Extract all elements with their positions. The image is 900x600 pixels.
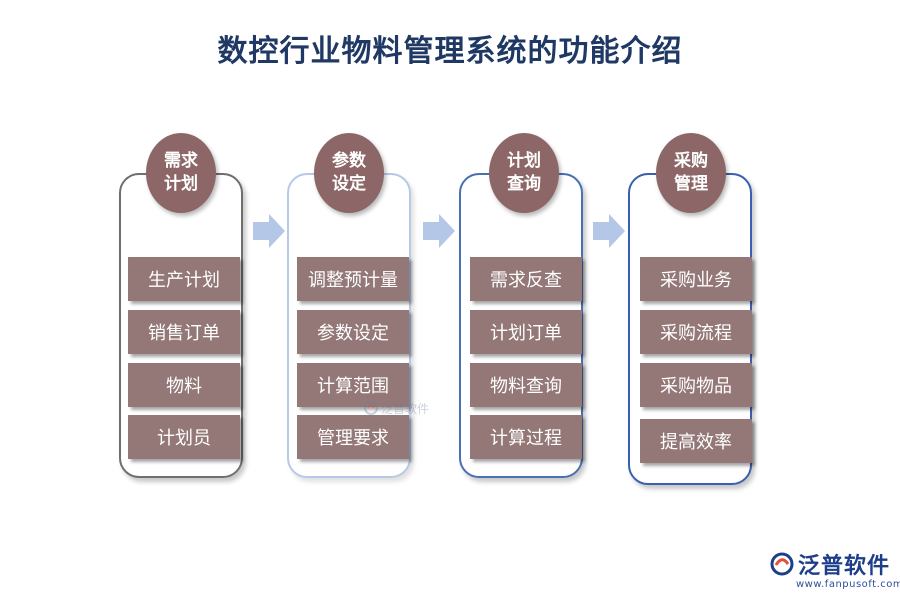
stage-header-3-line-1: 计划 <box>507 151 541 171</box>
watermark-text: 泛普软件 <box>381 401 430 416</box>
arrow-right-icon <box>423 214 455 248</box>
stage-header-4: 采购管理 <box>656 133 726 213</box>
stage-header-1-line-1: 需求 <box>164 151 198 171</box>
brand-logo: 泛普软件 www.fanpusoft.com <box>770 548 900 592</box>
stage-header-2: 参数设定 <box>314 133 384 213</box>
stage-2-item-4: 管理要求 <box>297 415 409 459</box>
stage-4-item-4: 提高效率 <box>640 419 752 463</box>
stage-4-item-3: 采购物品 <box>640 363 752 407</box>
stage-4-item-1: 采购业务 <box>640 257 752 301</box>
stage-3-item-3: 物料查询 <box>470 363 582 407</box>
diagram-title: 数控行业物料管理系统的功能介绍 <box>217 34 683 69</box>
stage-3-item-4: 计算过程 <box>470 415 582 459</box>
stage-4-item-2: 采购流程 <box>640 310 752 354</box>
stage-1-item-4: 计划员 <box>128 415 240 459</box>
stage-header-2-line-1: 参数 <box>332 151 366 171</box>
stage-header-1-line-2: 计划 <box>164 174 198 194</box>
watermark: 泛普软件 <box>364 398 434 418</box>
stage-3-item-2: 计划订单 <box>470 310 582 354</box>
stage-header-1: 需求计划 <box>146 133 216 213</box>
stage-1-item-3: 物料 <box>128 363 240 407</box>
stage-2-item-2: 参数设定 <box>297 310 409 354</box>
brand-logo-url: www.fanpusoft.com <box>796 579 900 590</box>
stage-2-item-3: 计算范围 <box>297 363 409 407</box>
stage-1-item-1: 生产计划 <box>128 257 240 301</box>
arrow-right-icon <box>253 214 285 248</box>
stage-header-2-line-2: 设定 <box>332 174 366 194</box>
fanpu-logo-icon <box>770 552 794 576</box>
stage-header-4-line-2: 管理 <box>674 174 708 194</box>
brand-logo-name: 泛普软件 <box>798 554 891 579</box>
stage-header-3: 计划查询 <box>489 133 559 213</box>
stage-2-item-1: 调整预计量 <box>297 257 409 301</box>
arrow-right-icon <box>593 214 625 248</box>
stage-1-item-2: 销售订单 <box>128 310 240 354</box>
stage-header-3-line-2: 查询 <box>507 174 541 194</box>
watermark-logo-icon <box>364 401 378 415</box>
stage-header-4-line-1: 采购 <box>674 151 708 171</box>
stage-3-item-1: 需求反查 <box>470 257 582 301</box>
